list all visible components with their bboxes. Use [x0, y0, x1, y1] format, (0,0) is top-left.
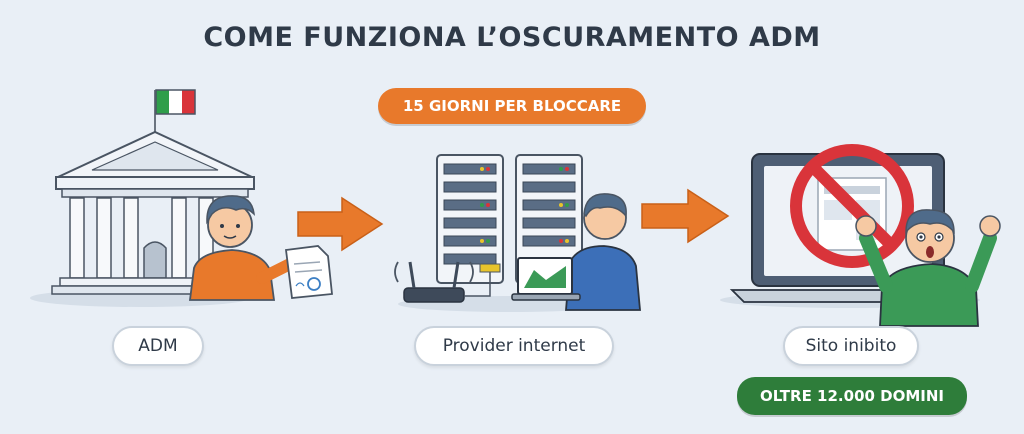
domains-badge: OLTRE 12.000 DOMINI	[737, 377, 967, 415]
arrow-right-icon	[297, 196, 384, 252]
deadline-badge: 15 GIORNI PER BLOCCARE	[378, 88, 646, 124]
step-label-site-blocked: Sito inibito	[783, 326, 919, 366]
step-label-adm: ADM	[112, 326, 204, 366]
page-title: COME FUNZIONA L’OSCURAMENTO ADM	[203, 22, 821, 53]
technician-laptop-icon	[511, 193, 641, 311]
step-label-provider: Provider internet	[414, 326, 614, 366]
arrow-right-icon	[641, 188, 730, 244]
official-person-icon	[188, 195, 296, 301]
surprised-person-icon	[855, 209, 1001, 327]
italy-flag-icon	[154, 89, 196, 140]
ban-icon	[790, 144, 914, 268]
document-icon	[284, 245, 333, 299]
router-icon	[394, 261, 501, 303]
